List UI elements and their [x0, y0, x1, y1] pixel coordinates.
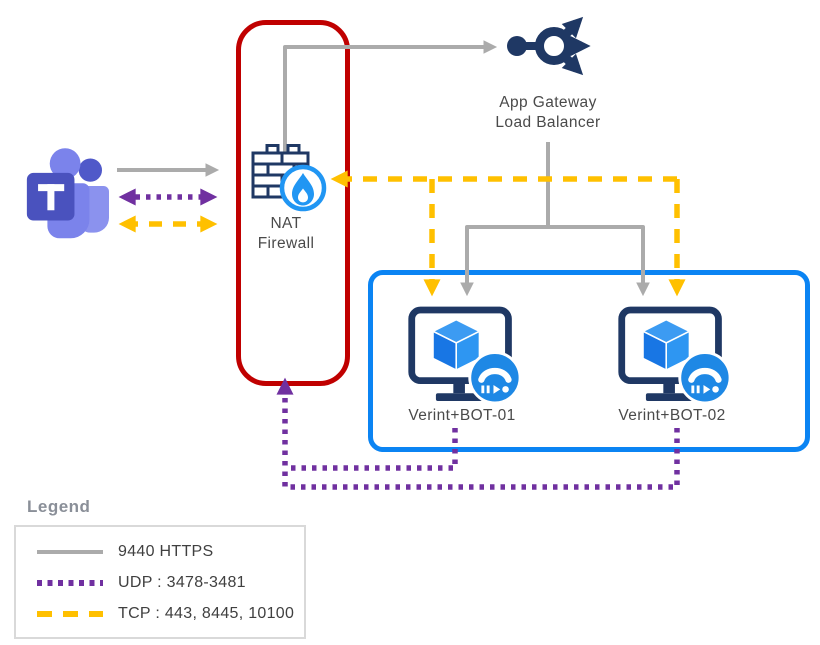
- legend-item-https: 9440 HTTPS: [37, 543, 294, 561]
- legend-label-https: 9440 HTTPS: [118, 543, 214, 560]
- solid-line-swatch: [37, 550, 103, 554]
- app-gateway-label: App Gateway Load Balancer: [495, 94, 601, 132]
- legend-box: 9440 HTTPS UDP : 3478-3481 TCP : 443, 84…: [14, 525, 306, 639]
- legend-item-udp: UDP : 3478-3481: [37, 574, 294, 592]
- microsoft-teams-icon: [26, 148, 109, 239]
- vm-with-call-recorder-icon: [618, 306, 732, 405]
- vm-with-call-recorder-icon: [408, 306, 522, 405]
- legend-title: Legend: [27, 497, 91, 516]
- nat-firewall-label: NAT Firewall: [257, 215, 315, 253]
- vm1-label: Verint+BOT-01: [408, 407, 516, 424]
- dotted-line-swatch: [37, 580, 103, 586]
- vm2-label: Verint+BOT-02: [618, 407, 726, 424]
- legend-label-tcp: TCP : 443, 8445, 10100: [118, 605, 295, 622]
- legend-item-tcp: TCP : 443, 8445, 10100: [37, 605, 294, 623]
- legend: Legend 9440 HTTPS UDP : 3478-3481 TCP : …: [14, 497, 306, 639]
- dashed-line-swatch: [37, 611, 103, 617]
- legend-label-udp: UDP : 3478-3481: [118, 574, 246, 591]
- load-balancer-icon: [507, 16, 591, 76]
- firewall-flame-icon: [251, 144, 327, 212]
